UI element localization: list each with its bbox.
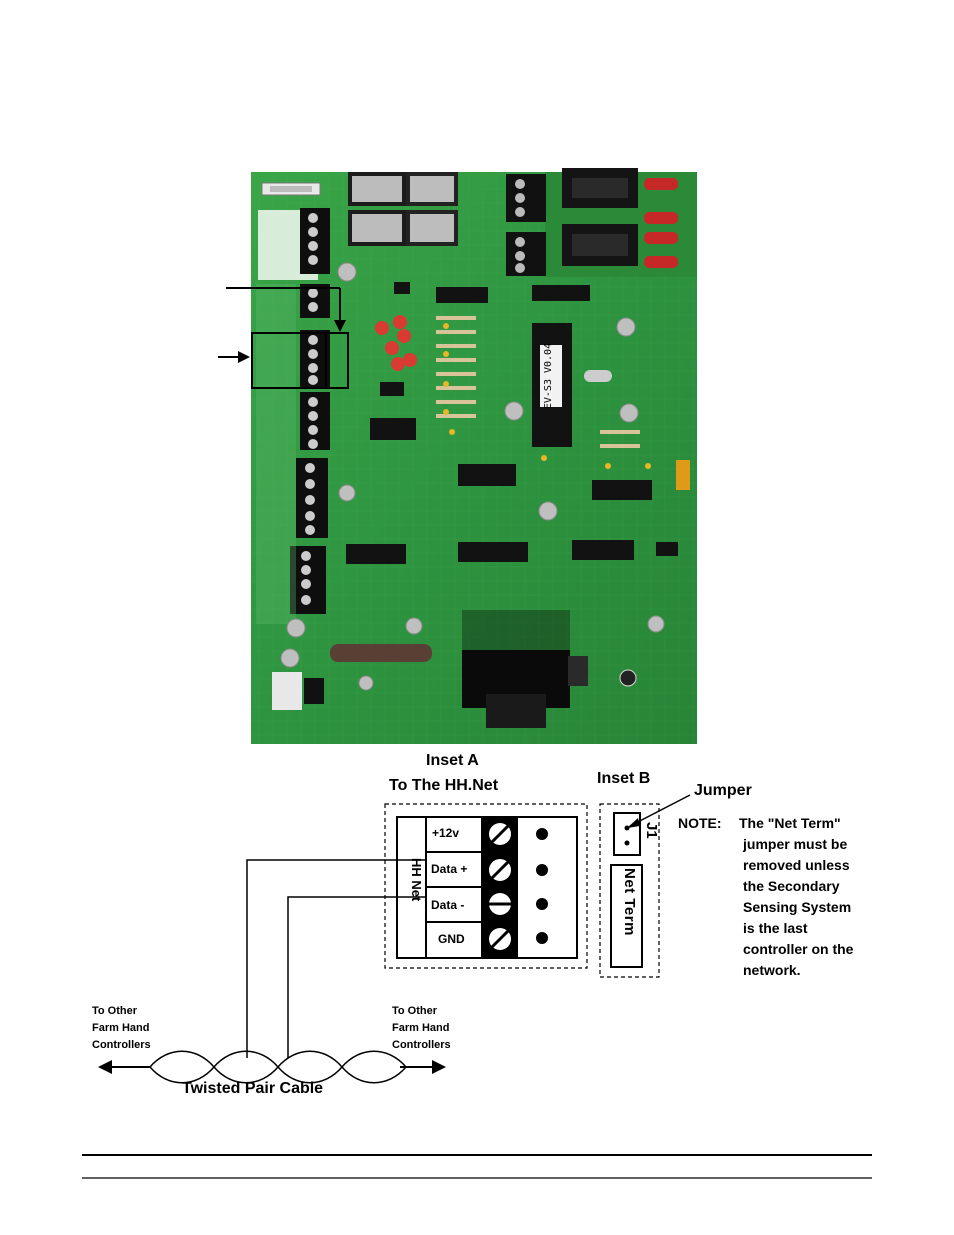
power-resistor — [330, 644, 432, 662]
diode — [568, 656, 588, 686]
inset-a-subtitle: To The HH.Net — [389, 777, 499, 794]
mounting-standoffs — [280, 262, 665, 691]
terminal-label-data-plus: Data + — [431, 862, 468, 876]
heat-sink — [462, 610, 570, 728]
j1-label: J1 — [643, 822, 660, 839]
bottom-connector — [304, 678, 324, 704]
jumper-j1-header — [613, 812, 641, 856]
cable-right-label-2: Farm Hand — [392, 1022, 450, 1034]
terminal-label-gnd: GND — [438, 932, 465, 946]
net-term-label: Net Term — [621, 868, 638, 936]
twisted-pair-cable — [149, 1050, 407, 1084]
jumper-label: Jumper — [694, 782, 752, 799]
note-line-1: The "Net Term" — [739, 815, 841, 831]
pointer-arrow-jumper — [226, 287, 346, 332]
power-connector — [272, 672, 302, 710]
note-line-3: removed unless — [743, 857, 850, 873]
cable-left-label-2: Farm Hand — [92, 1022, 150, 1034]
note-line-5: Sensing System — [743, 899, 852, 915]
red-radial-capacitors — [375, 315, 417, 371]
inset-a-dashed-border — [384, 803, 588, 969]
note-line-4: the Secondary — [743, 878, 840, 894]
inset-b-title: Inset B — [597, 770, 651, 787]
resistor-array — [436, 316, 640, 448]
yellow-caps — [443, 323, 651, 469]
net-term-label-box — [610, 864, 643, 968]
note-line-8: network. — [743, 962, 801, 978]
note-line-6: is the last — [743, 920, 808, 936]
mcu-chip-label: EV-S3 V0.04 — [543, 343, 554, 409]
crystal — [584, 370, 612, 382]
cable-left-label-3: Controllers — [92, 1039, 151, 1051]
inset-a-pin-dots — [536, 828, 548, 944]
note-line-2: jumper must be — [743, 836, 848, 852]
jumper-pointer-arrow — [627, 794, 691, 828]
hh-net-terminal-callout — [251, 332, 349, 389]
cable-right-label-1: To Other — [392, 1005, 438, 1017]
inset-a-title: Inset A — [426, 752, 479, 769]
cable-left-label-1: To Other — [92, 1005, 138, 1017]
orange-sticker — [676, 460, 690, 490]
cable-end-arrows — [98, 1060, 446, 1074]
hh-net-label: HH Net — [409, 858, 424, 902]
terminal-label-12v: +12v — [432, 826, 460, 840]
red-capacitors — [644, 178, 678, 268]
data-wires — [246, 859, 427, 1058]
inset-a-screws — [489, 823, 511, 950]
terminal-block-top-right — [506, 174, 546, 276]
cable-right-label-3: Controllers — [392, 1039, 451, 1051]
pointer-arrow-hh-net — [218, 351, 250, 363]
fuse — [261, 182, 321, 196]
terminal-label-data-minus: Data - — [431, 898, 465, 912]
left-terminal-blocks — [256, 208, 330, 624]
inset-b-dashed-border — [599, 803, 660, 978]
cable-caption: Twisted Pair Cable — [182, 1080, 324, 1097]
electrolytic-cap — [619, 669, 637, 687]
note-prefix: NOTE: — [678, 815, 722, 831]
relay-bank — [348, 172, 458, 246]
note-line-7: controller on the — [743, 941, 854, 957]
power-relays — [562, 168, 638, 266]
